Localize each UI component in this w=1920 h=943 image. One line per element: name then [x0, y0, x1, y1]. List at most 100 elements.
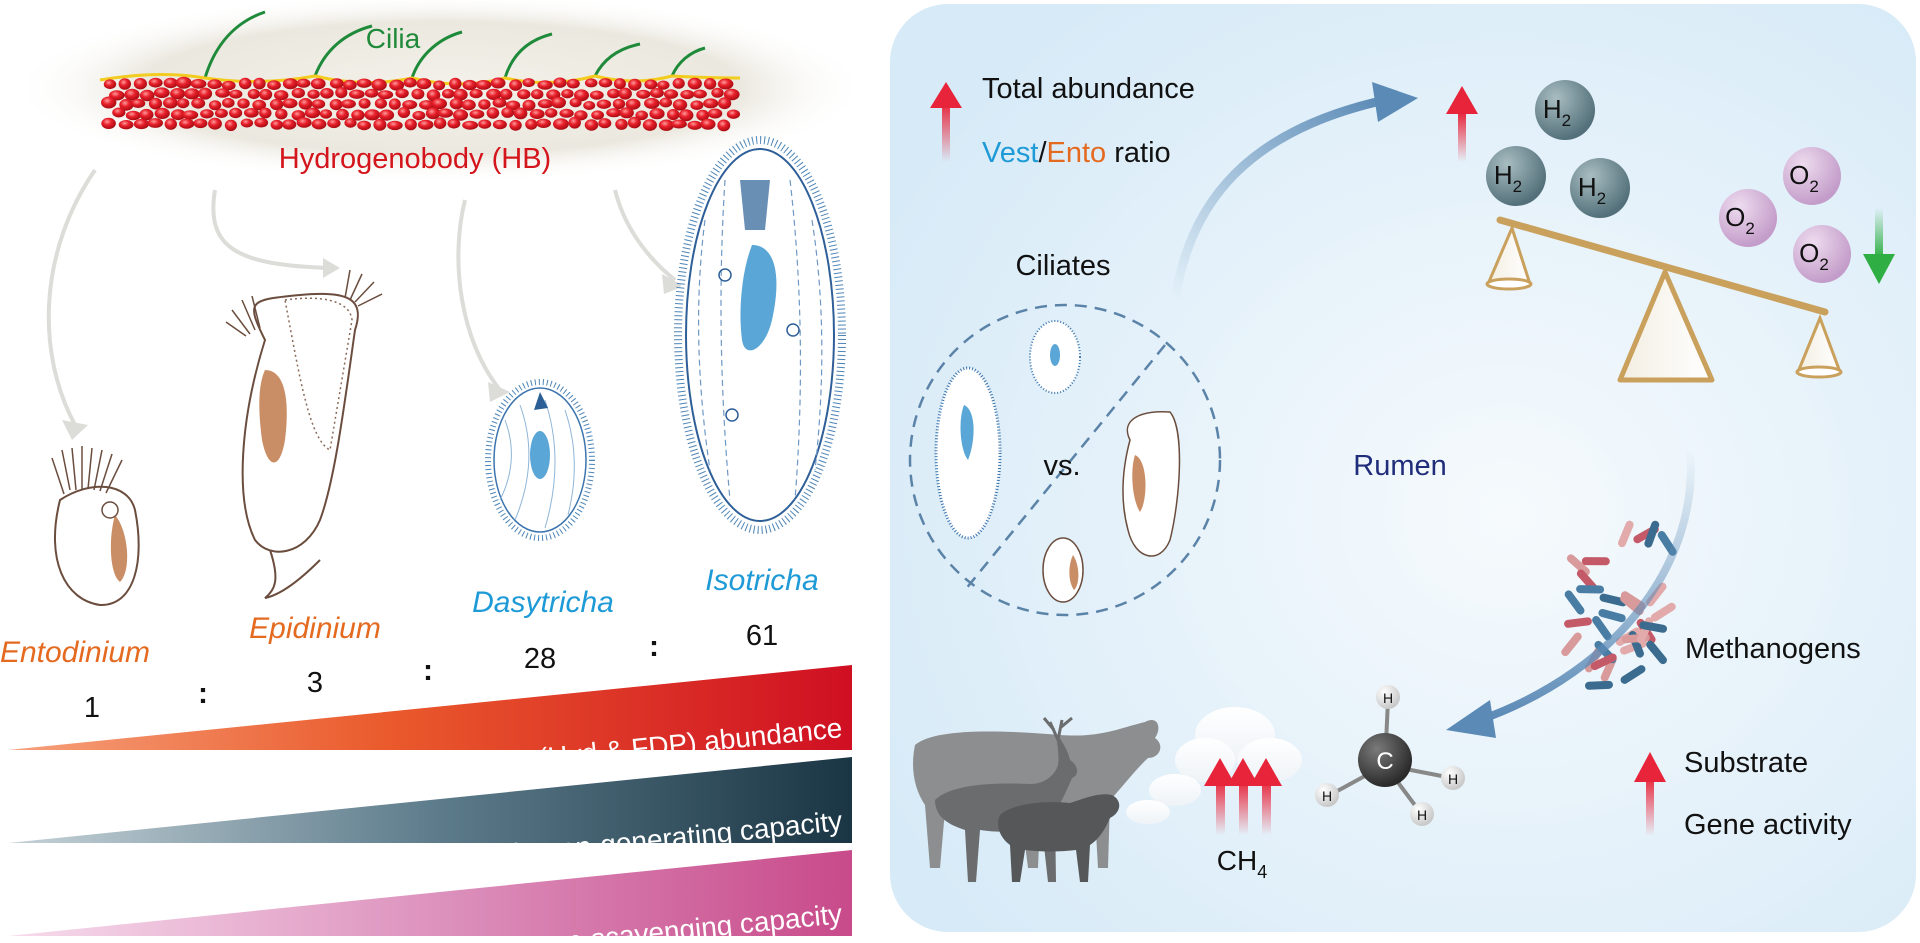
- hydrogenosome-dot: [569, 97, 582, 108]
- hydrogenosome-dot: [667, 109, 680, 121]
- hydrogenosome-dot: [198, 87, 213, 100]
- hydrogenosome-dot: [207, 79, 222, 90]
- hydrogenosome-dot: [584, 119, 599, 131]
- hydrogenosome-dot: [659, 97, 673, 108]
- hydrogenosome-dot: [703, 78, 717, 90]
- hydrogenosome-dot: [509, 79, 523, 91]
- hydrogenosome-dot: [373, 118, 387, 131]
- hydrogenosome-dot: [170, 88, 186, 100]
- ch4-label: CH4: [1217, 845, 1267, 882]
- hydrogenosome-dot: [404, 118, 417, 131]
- hydrogenosome-dot: [583, 101, 596, 110]
- methanogen-rod: [1646, 640, 1667, 665]
- h2-subscript: 2: [1513, 177, 1522, 196]
- h2-molecule: H2: [1535, 80, 1595, 140]
- hydrogenosome-dot: [364, 109, 381, 121]
- methanogen-rod: [1620, 665, 1646, 684]
- hydrogenosome-dot: [388, 98, 401, 110]
- hydrogenosome-dot: [615, 118, 628, 130]
- hydrogenosome-dot: [619, 107, 634, 119]
- hydrogenosome-dot: [342, 79, 357, 91]
- hydrogenosome-dot: [513, 107, 528, 120]
- hydrogenosome-dot: [119, 98, 134, 111]
- hydrogenosome-dot: [696, 109, 710, 121]
- legend-slash: /: [1038, 137, 1047, 169]
- hydrogenosome-dot: [670, 119, 687, 129]
- flow-arrow-up-head: [1372, 82, 1418, 122]
- hydrogenosome-dot: [453, 88, 468, 101]
- hydrogenosome-dot: [101, 96, 117, 109]
- hydrogenosome-dot: [449, 77, 462, 90]
- legend-total-abundance: Total abundance: [982, 73, 1195, 105]
- o2-atom-label: O: [1799, 238, 1819, 268]
- hydrogenosome-dot: [191, 98, 206, 109]
- hydrogenosome-dot: [130, 98, 146, 108]
- hydrogenosome-dot: [349, 89, 365, 99]
- hydrogenosome-dot: [419, 100, 435, 110]
- hydrogenosome-dot: [475, 80, 492, 90]
- hydrogenosome-dot: [387, 120, 403, 131]
- hydrogenosome-dot: [282, 78, 298, 90]
- hydrogenosome-dot: [522, 78, 535, 88]
- hydrogenosome-dot: [537, 80, 553, 90]
- hydrogenosome-dot: [269, 98, 284, 111]
- legend-up-arrow-head: [930, 82, 962, 108]
- hydrogenosome-dot: [310, 78, 326, 90]
- hydrogenosome-dot: [657, 80, 670, 90]
- methanogen-rod: [1592, 616, 1612, 641]
- hydrogenosome-dot: [596, 99, 612, 109]
- hydrogenosome-dot: [377, 90, 394, 100]
- legend-vest: Vest: [982, 137, 1038, 169]
- hydrogenosome-dot: [553, 118, 569, 130]
- hydrogenosome-dot: [176, 98, 190, 109]
- methanogen-rod: [1644, 520, 1660, 548]
- hydrogenosome-dot: [644, 97, 660, 109]
- hydrogenosome-dot: [584, 78, 598, 88]
- hydrogenosome-dot: [118, 78, 131, 90]
- hydrogenosome-dot: [356, 78, 372, 88]
- methanogen-rod: [1598, 608, 1626, 623]
- hydrogen-atom-label: H: [1322, 788, 1332, 804]
- hydrogen-atom: H: [1315, 783, 1339, 807]
- hydrogenosome-dot: [726, 109, 741, 119]
- hydrogenosome-dot: [358, 98, 371, 109]
- svg-text:O2: O2: [1789, 160, 1819, 196]
- hydrogenosome-dot: [566, 78, 580, 89]
- hydrogenosome-dot: [179, 118, 195, 129]
- hydrogenosome-dot: [478, 119, 492, 129]
- hydrogenosome-dot: [462, 79, 477, 91]
- carbon-atom-label: C: [1376, 748, 1393, 775]
- ratio-value-epidinium: 3: [307, 667, 323, 699]
- hydrogenosome-dots: [101, 76, 741, 132]
- hydrogenosome-dot: [275, 108, 288, 120]
- hydrogenosome-dot: [184, 88, 200, 100]
- hydrogenosome-dot: [139, 108, 154, 121]
- hydrogenosome-dot: [103, 79, 117, 90]
- hydrogenosome-dot: [344, 118, 357, 128]
- ratio-separator-3: :: [649, 630, 659, 663]
- methanogen-rod: [1617, 520, 1634, 548]
- hydrogenosome-dot: [240, 118, 254, 128]
- hydrogenosome-dot: [148, 97, 163, 110]
- svg-text:O2: O2: [1725, 202, 1755, 238]
- mini-epidinium: [1122, 411, 1181, 557]
- hydrogenosome-dot: [307, 89, 320, 99]
- hydrogenosome-dot: [125, 110, 141, 121]
- deer-antlers: [1042, 716, 1073, 741]
- hydrogenosome-dot: [335, 87, 348, 99]
- methanogen-rod: [1561, 632, 1582, 657]
- hydrogenosome-dot: [529, 109, 545, 119]
- hydrogenosome-dot: [296, 117, 312, 128]
- hydrogenosome-dot: [606, 108, 622, 118]
- o2-down-arrow-head: [1863, 254, 1895, 284]
- legend-ratio: Vest/Ento ratio: [982, 137, 1171, 169]
- o2-molecule: O2: [1719, 189, 1777, 247]
- hydrogenosome-dot: [153, 87, 170, 98]
- ratio-separator-1: :: [198, 677, 208, 710]
- hydrogenosome-dot: [613, 78, 626, 90]
- hydrogenosome-dot: [274, 90, 289, 101]
- hydrogenosome-dot: [649, 88, 664, 98]
- hydrogenosome-dot: [133, 118, 149, 130]
- substrate-up-arrow-shaft: [1646, 776, 1654, 836]
- hydrogenosome-dot: [237, 98, 250, 109]
